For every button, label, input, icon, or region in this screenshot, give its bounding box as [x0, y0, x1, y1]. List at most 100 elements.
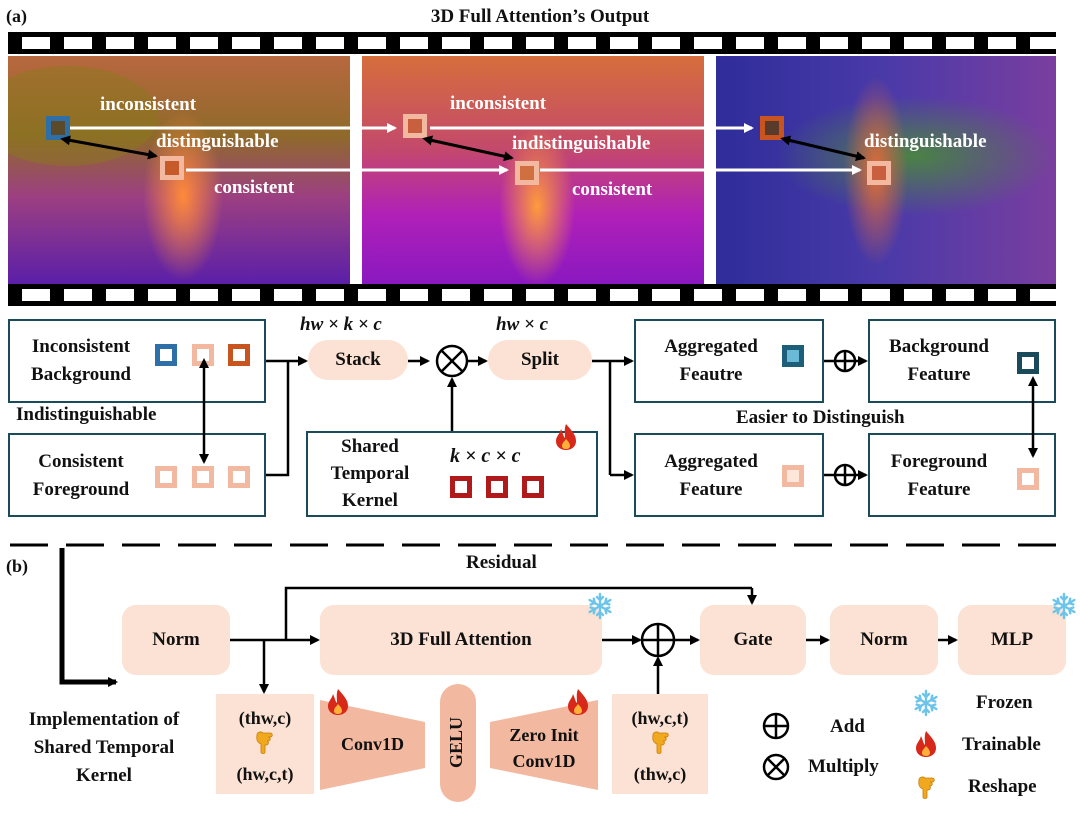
background-feature-patch: [1017, 352, 1039, 374]
film-hole: [862, 289, 890, 301]
film-hole: [358, 289, 386, 301]
gate-block: Gate: [700, 605, 806, 675]
film-hole: [568, 37, 596, 49]
film-hole: [1030, 289, 1058, 301]
film-hole: [148, 289, 176, 301]
film-hole: [400, 289, 428, 301]
frame2-inconsistent-label: inconsistent: [450, 93, 547, 114]
consistent-foreground-box: [8, 433, 266, 517]
film-strip-bottom: [8, 284, 1058, 306]
film-hole: [988, 37, 1016, 49]
reshape-1-bottom: (hw,c,t): [236, 764, 294, 784]
kernel-dimension: k × c × c: [450, 445, 521, 467]
foreground-patch-3: [228, 466, 250, 488]
legend-trainable-label: Trainable: [962, 734, 1041, 755]
frame1-background-patch: [46, 116, 70, 140]
kernel-square-1: [450, 476, 472, 498]
background-patch-blue: [155, 344, 177, 366]
legend-multiply-label: Multiply: [808, 756, 879, 777]
pointing-hand-icon: [918, 776, 935, 799]
film-hole: [694, 37, 722, 49]
film-hole: [862, 37, 890, 49]
film-hole: [568, 289, 596, 301]
shared-temporal-kernel-box: [306, 431, 598, 517]
film-hole: [106, 37, 134, 49]
film-hole: [778, 37, 806, 49]
frame2-foreground-patch: [515, 161, 539, 185]
frame3-distinguishable-label: distinguishable: [864, 131, 987, 152]
reshape-2-bottom: (thw,c): [633, 764, 687, 784]
frame2-consistent-label: consistent: [572, 179, 653, 200]
film-hole: [904, 289, 932, 301]
frame2-background-patch: [403, 114, 427, 138]
zero-init-conv1d-trapezoid: [490, 700, 598, 790]
indistinguishable-label: Indistinguishable: [16, 404, 157, 425]
stack-block: Stack: [308, 340, 408, 380]
legend-reshape-label: Reshape: [968, 776, 1037, 797]
film-hole: [526, 289, 554, 301]
film-hole: [106, 289, 134, 301]
foreground-patch-1: [155, 466, 177, 488]
film-hole: [190, 289, 218, 301]
fire-icon: [328, 689, 348, 715]
reshape-1-top: (thw,c): [238, 708, 292, 728]
film-hole: [904, 37, 932, 49]
background-patch-orange: [228, 344, 250, 366]
film-hole: [22, 289, 50, 301]
film-hole: [316, 289, 344, 301]
film-hole: [442, 37, 470, 49]
split-block: Split: [488, 340, 592, 380]
norm-block-1: Norm: [122, 605, 230, 675]
film-hole: [778, 289, 806, 301]
film-hole: [64, 37, 92, 49]
film-hole: [316, 37, 344, 49]
film-hole: [736, 37, 764, 49]
foreground-patch-2: [192, 466, 214, 488]
film-hole: [988, 289, 1016, 301]
film-hole: [148, 37, 176, 49]
frame1-distinguishable-label: distinguishable: [156, 131, 279, 152]
legend-add-label: Add: [830, 716, 865, 737]
film-hole: [442, 289, 470, 301]
film-hole: [946, 289, 974, 301]
foreground-feature-box: [868, 433, 1056, 517]
film-hole: [610, 37, 638, 49]
film-hole: [190, 37, 218, 49]
kernel-square-3: [522, 476, 544, 498]
frame1-inconsistent-label: inconsistent: [100, 94, 197, 115]
film-hole: [820, 289, 848, 301]
film-hole: [484, 289, 512, 301]
film-hole: [232, 289, 260, 301]
film-hole: [64, 289, 92, 301]
legend-frozen-label: Frozen: [976, 692, 1033, 713]
aggregated-foreground-patch: [782, 465, 804, 487]
film-hole: [652, 289, 680, 301]
fire-icon: [568, 689, 588, 715]
mlp-block: MLP: [958, 605, 1066, 675]
foreground-feature-patch: [1017, 468, 1039, 490]
pointing-hand-icon: [652, 731, 669, 754]
film-hole: [1030, 37, 1058, 49]
conv1d-label: Conv1D: [340, 734, 404, 754]
conv1d-trapezoid: [320, 700, 425, 790]
easier-to-distinguish-label: Easier to Distinguish: [736, 407, 905, 428]
background-feature-box: [868, 319, 1056, 403]
film-strip-top: [8, 32, 1058, 54]
film-hole: [358, 37, 386, 49]
frame3-background-patch: [760, 116, 784, 140]
film-hole: [400, 37, 428, 49]
frame3-foreground-patch: [867, 161, 891, 185]
fire-icon: [556, 424, 576, 450]
panel-a-title: 3D Full Attention’s Output: [430, 6, 650, 27]
film-hole: [274, 289, 302, 301]
